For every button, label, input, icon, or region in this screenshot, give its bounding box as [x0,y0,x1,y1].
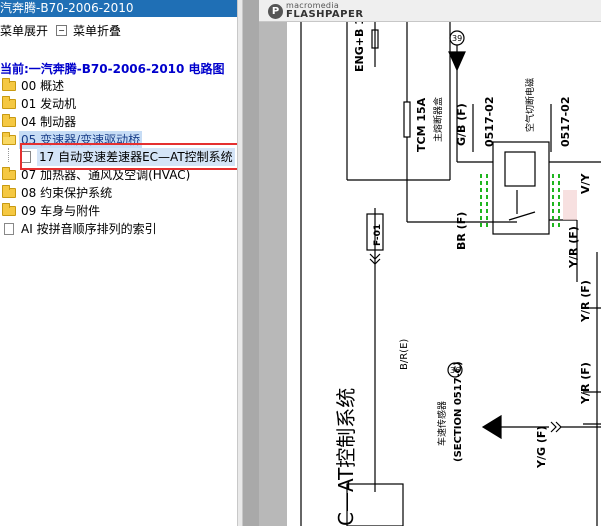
pane-splitter[interactable] [237,0,243,526]
folder-icon [2,203,16,216]
tree-item-label[interactable]: 00 概述 [21,79,65,93]
folder-icon [2,78,16,91]
folder-icon [2,185,16,198]
tree-item-label[interactable]: 08 约束保护系统 [21,186,113,200]
tree-item-label[interactable]: 01 发动机 [21,97,77,111]
wiring-diagram: ENG+B 1 TCM 15A 主熔断器盒 G/B (F) 空气切断电磁 051… [300,17,601,526]
label-relay: 空气切断电磁 [524,78,536,132]
label-tcm-fuse: TCM 15A [415,97,428,152]
collapse-icon[interactable]: − [56,25,67,36]
label-f01: F-01 [373,224,383,246]
brand-macromedia: macromedia [286,1,340,10]
red-highlight-box [20,143,243,170]
label-eng-b1: ENG+B 1 [353,22,366,72]
tree-item-label[interactable]: 07 加热器、通风及空调(HVAC) [21,168,191,182]
tree-panel: 汽奔腾-B70-2006-2010 菜单展开 − 菜单折叠 当前:一汽奔腾-B7… [0,0,237,526]
label-br-f-wire: BR (F) [455,212,468,250]
viewer-margin [243,0,259,526]
document-page: ENG+B 1 TCM 15A 主熔断器盒 G/B (F) 空气切断电磁 051… [287,17,601,526]
label-section: (SECTION 0517-C) [453,361,464,462]
menu-collapse-button[interactable]: 菜单折叠 [73,24,122,38]
label-fuse-box: 主熔断器盒 [432,97,444,142]
flashpaper-toolbar: P macromedia FLASHPAPER [259,0,601,22]
tree-item-label[interactable]: 17 自动变速差速器EC—AT控制系统 [37,148,235,166]
tree-item-label[interactable]: AI 按拼音顺序排列的索引 [21,222,157,236]
label-connector-right: 0517-02 [559,97,572,148]
folder-icon [2,114,16,127]
label-yr-f-wire-1: Y/R (F) [567,226,580,269]
brand-flashpaper: FLASHPAPER [286,9,364,20]
label-diagram-title: C—AT控制系统 [334,388,358,526]
document-icon [4,223,14,235]
label-vy-wire: V/Y [579,172,592,194]
label-sensor: 车速传感器 [436,401,448,446]
label-gb-wire: G/B (F) [455,103,468,146]
tree-item-label[interactable]: 04 制动器 [21,115,77,129]
open-folder-icon [2,132,16,145]
label-yr-wire-1: Y/R (F) [579,280,592,323]
label-yg-wire: Y/G (F) [535,426,548,469]
label-yr-wire-2: Y/R (F) [579,362,592,405]
tree-panel-title: 汽奔腾-B70-2006-2010 [0,0,237,17]
folder-icon [2,167,16,180]
tree-root-label[interactable]: 当前:一汽奔腾-B70-2006-2010 电路图 [0,62,225,76]
label-ground-36: 36 [450,366,460,375]
label-br-e-wire: B/R(E) [399,339,410,370]
tree-connector [8,148,9,162]
menu-expand-button[interactable]: 菜单展开 [0,24,49,38]
label-ground-39: 39 [452,34,462,43]
label-connector-left: 0517-02 [483,97,496,148]
tree-item-label[interactable]: 09 车身与附件 [21,204,101,218]
folder-icon [2,96,16,109]
flashpaper-logo-icon: P [268,4,283,19]
flashpaper-viewer: P macromedia FLASHPAPER [259,0,601,526]
